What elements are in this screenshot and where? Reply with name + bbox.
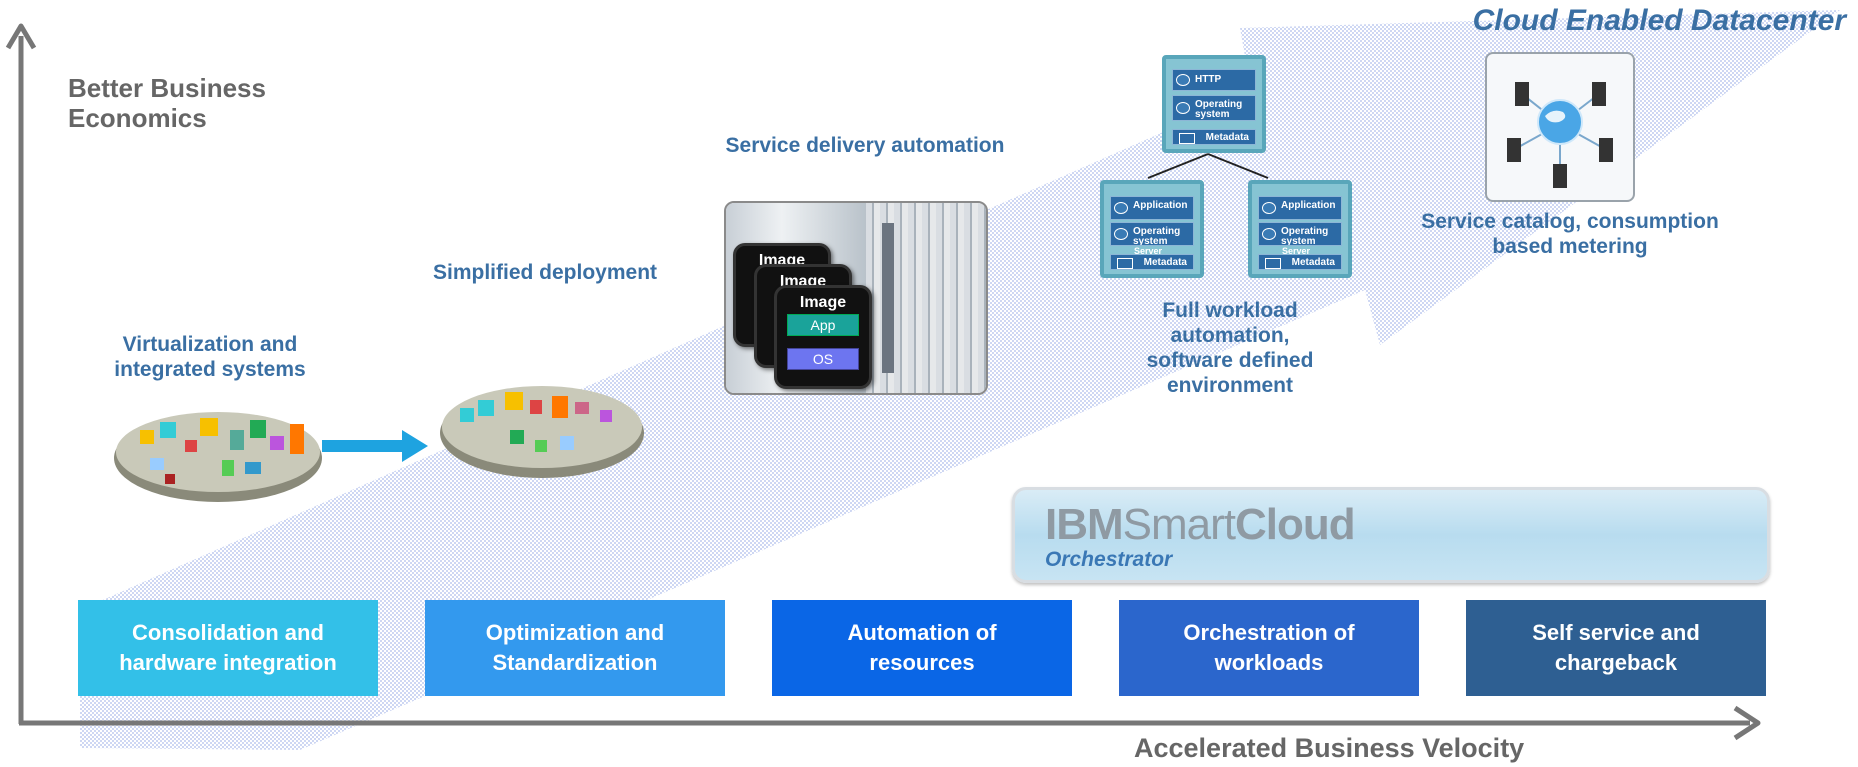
brand-logo: IBMSmartCloud [1045,500,1356,549]
page-title: Cloud Enabled Datacenter [1472,4,1846,37]
monitor-icon [1117,258,1133,269]
disk-icon [1176,102,1190,114]
milestone-virtualization: Virtualization and integrated systems [114,333,306,381]
vm-top-os-row: Operating system [1172,95,1256,121]
image-card-os: OS [787,348,859,370]
vm-right-server: Server [1282,246,1311,256]
disk-icon [1114,202,1128,214]
milestone-full-workload: Full workload automation, software defin… [1146,299,1314,397]
service-catalog-image [1485,52,1635,202]
disk-icon [1262,228,1276,240]
milestone-service-catalog: Service catalog, consumption based meter… [1421,210,1719,258]
network-globe-icon [1507,82,1613,188]
product-name: Orchestrator [1045,548,1173,571]
monitor-icon [1179,133,1195,144]
vm-right-metadata: Metadata [1258,254,1342,270]
consolidation-arrow [322,430,428,462]
monitor-icon [1265,258,1281,269]
vm-right: Application Operating system Server Meta… [1248,180,1352,278]
image-card-app: App [787,314,859,336]
disk-icon [1262,202,1276,214]
stage-box-optimization: Optimization and Standardization [425,600,725,696]
vm-left-server: Server [1134,246,1163,256]
stage-box-orchestration: Orchestration of workloads [1119,600,1419,696]
y-axis-label: Better Business Economics [68,73,266,133]
vm-left-os-row: Operating system [1110,222,1194,246]
y-axis-arrowhead [5,23,37,50]
x-axis-arrowhead [1733,705,1761,741]
image-card-title: Image [799,294,847,311]
disk-icon [1176,74,1190,86]
virtualization-platform-1 [114,412,322,502]
vm-top: HTTP Operating system Metadata [1162,55,1266,153]
workload-connector-left [1147,153,1209,179]
stage-box-self-service: Self service and chargeback [1466,600,1766,696]
vm-top-http-row: HTTP [1172,69,1256,91]
vm-left-app-row: Application [1110,196,1194,220]
stage-box-automation: Automation of resources [772,600,1072,696]
vm-top-metadata: Metadata [1172,129,1256,145]
milestone-simplified-deployment: Simplified deployment [432,261,658,284]
x-axis-label: Accelerated Business Velocity [1134,733,1525,763]
image-card-front: Image App OS [774,285,872,389]
ibm-smartcloud-banner: IBMSmartCloud Orchestrator [1012,487,1770,583]
vm-right-app-row: Application [1258,196,1342,220]
vm-left-metadata: Metadata [1110,254,1194,270]
virtualization-platform-2 [440,386,644,478]
disk-icon [1114,228,1128,240]
workload-connector-right [1207,153,1269,179]
milestone-service-delivery: Service delivery automation [725,134,1005,157]
vm-left: Application Operating system Server Meta… [1100,180,1204,278]
vm-right-os-row: Operating system [1258,222,1342,246]
stage-box-consolidation: Consolidation and hardware integration [78,600,378,696]
